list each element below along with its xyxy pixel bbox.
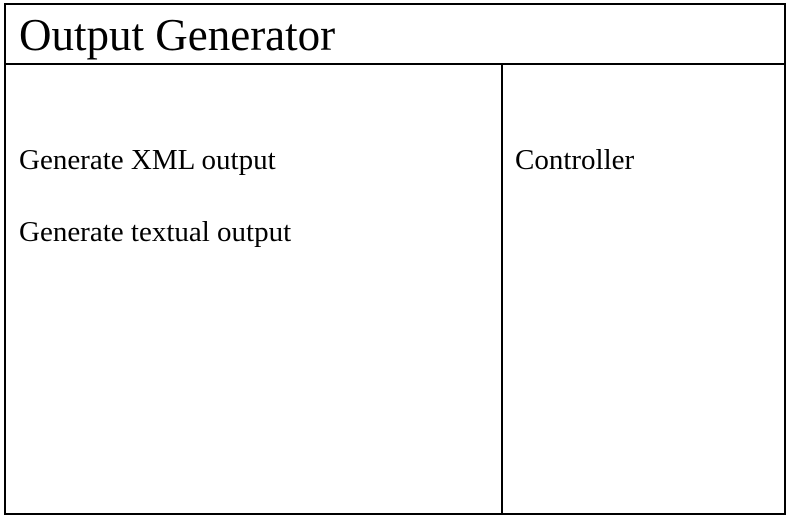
controller-label: Controller bbox=[515, 144, 635, 176]
controller-panel: Controller bbox=[503, 65, 784, 513]
generate-textual-output-label: Generate textual output bbox=[19, 216, 292, 248]
title-bar: Output Generator bbox=[6, 5, 784, 65]
operations-panel: Generate XML output Generate textual out… bbox=[6, 65, 503, 513]
output-generator-frame: Output Generator Generate XML output Gen… bbox=[4, 3, 786, 515]
page-title: Output Generator bbox=[19, 10, 336, 60]
generate-xml-output-label: Generate XML output bbox=[19, 144, 276, 176]
